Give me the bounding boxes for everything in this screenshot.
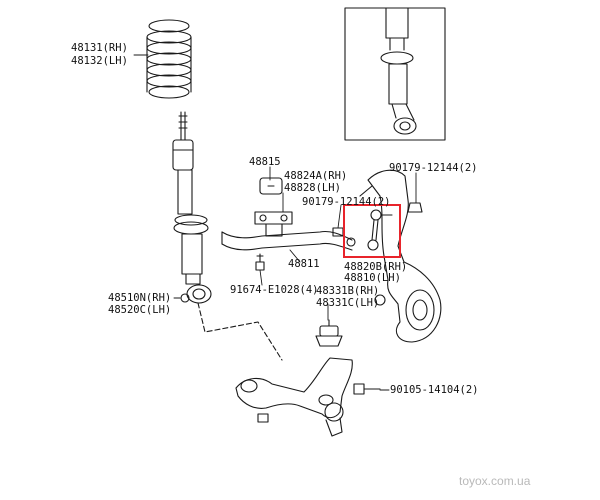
label-arm-bolt: 90105-14104(2): [390, 384, 479, 396]
stabilizer-bar: [221, 230, 356, 251]
label-spring-rh: 48131(RH): [71, 42, 128, 54]
steering-knuckle: [359, 169, 442, 343]
shock-absorber: [172, 111, 212, 304]
highlight-box: [343, 204, 401, 258]
label-stabilizer-bar: 48811: [288, 258, 320, 270]
arm-bolt: [353, 383, 381, 395]
nut-lower-left: [257, 413, 269, 423]
stabilizer-bushing-bracket: [254, 177, 293, 237]
bump-stop: [315, 319, 343, 347]
leader-lines: [133, 54, 417, 391]
watermark: toyox.com.ua: [459, 474, 531, 488]
bracket-bolt: [255, 253, 265, 271]
label-spring-lh: 48132(LH): [71, 55, 128, 67]
label-bracket: 48815: [249, 156, 281, 168]
label-link-rh: 48820B(RH): [344, 261, 408, 273]
label-bushing-rh: 48824A(RH): [284, 170, 348, 182]
label-link-lh: 48810(LH): [344, 272, 401, 284]
label-shock-bushing-rh: 48510N(RH): [108, 292, 172, 304]
stabilizer-link: [367, 209, 393, 251]
inset-shock-detail: [380, 7, 417, 135]
coil-spring: [146, 19, 192, 99]
nut-top-right: [407, 202, 423, 213]
label-bushing-lh: 48828(LH): [284, 182, 341, 194]
label-bolt-bracket: 91674-E1028(4): [230, 284, 319, 296]
lower-control-arm: [235, 357, 353, 437]
label-bump-stop-lh: 48331C(LH): [316, 297, 380, 309]
label-shock-bushing-lh: 48520C(LH): [108, 304, 172, 316]
label-bolt-top: 90179-12144(2): [389, 162, 478, 174]
label-bump-stop-rh: 48331B(RH): [316, 285, 380, 297]
detail-inset-frame: [344, 7, 446, 141]
label-bolt-mid: 90179-12144(2): [302, 196, 391, 208]
